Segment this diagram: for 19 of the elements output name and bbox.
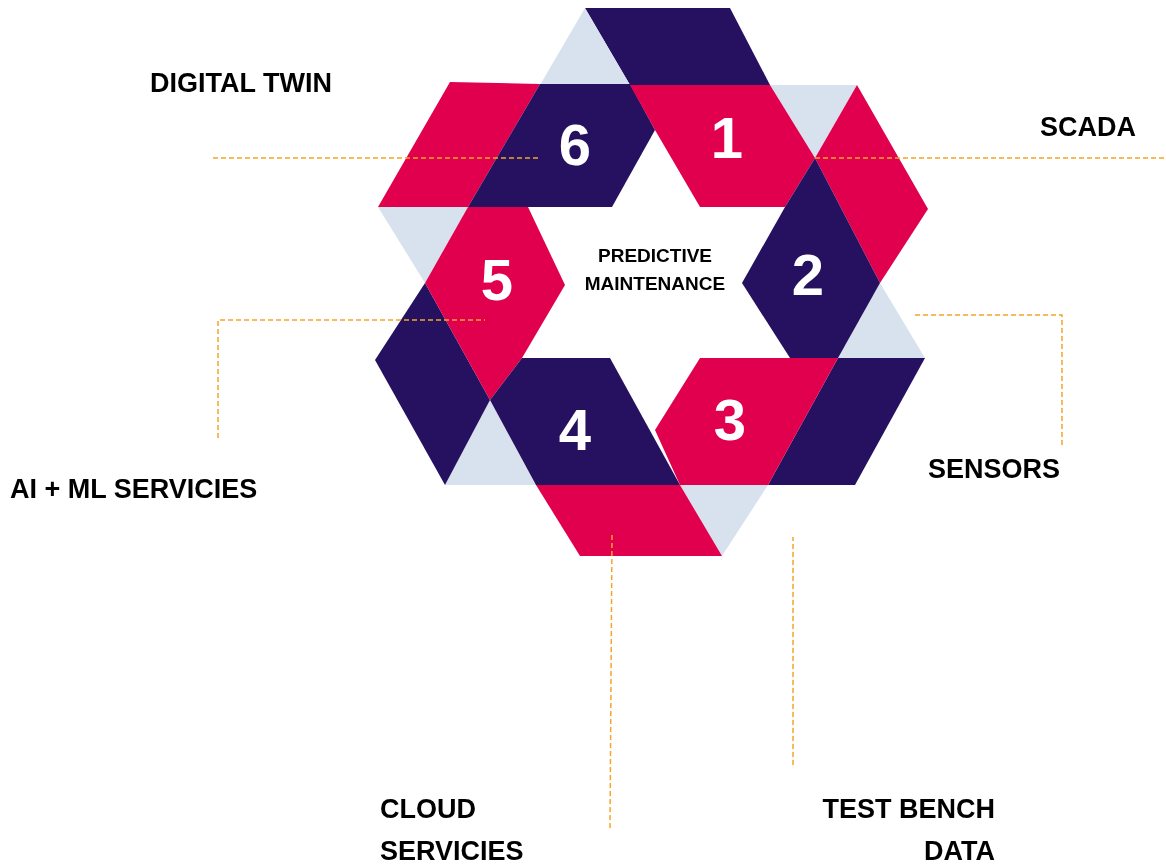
step-number: 3	[713, 391, 747, 449]
callout-label: CLOUD SERVICIES	[380, 788, 560, 866]
leader-line	[212, 157, 541, 159]
leader-line	[814, 157, 1165, 159]
step-number: 5	[480, 251, 514, 309]
leader-line	[914, 314, 1063, 446]
callout-label: SCADA	[1040, 106, 1165, 148]
callout-label: DIGITAL TWIN	[150, 62, 385, 104]
callout-label: AI + ML SERVICIES	[10, 468, 310, 510]
center-title: PREDICTIVE MAINTENANCE	[583, 244, 727, 296]
step-number: 4	[558, 401, 592, 459]
callout-label: TEST BENCH DATA	[790, 788, 995, 866]
callout-label: SENSORS	[928, 448, 1088, 490]
leader-line	[217, 319, 486, 439]
leader-line	[609, 534, 613, 829]
step-number: 2	[791, 246, 825, 304]
leader-line	[792, 536, 794, 766]
step-number: 1	[710, 109, 744, 167]
step-number: 6	[558, 116, 592, 174]
